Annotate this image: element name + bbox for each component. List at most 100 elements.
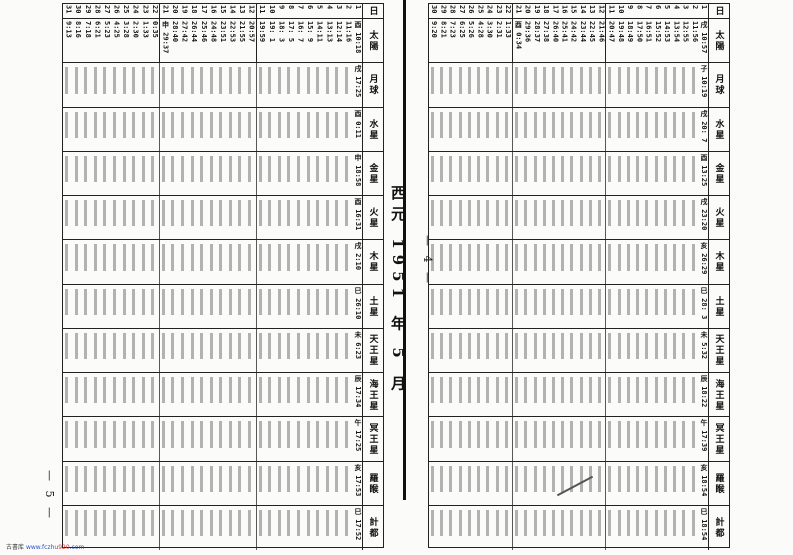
- position-value-illegible: [475, 373, 485, 418]
- position-value-illegible: [596, 505, 606, 550]
- position-value-illegible: [255, 63, 267, 108]
- position-value-illegible: [246, 107, 256, 152]
- position-value-illegible: [275, 63, 286, 108]
- position-value: 21:46: [597, 21, 606, 43]
- position-value: 25:46: [199, 21, 208, 43]
- position-value-illegible: [634, 196, 644, 241]
- position-value-illegible: [314, 63, 324, 108]
- position-value-illegible: [605, 505, 616, 550]
- position-value-illegible: [285, 151, 295, 196]
- position-value-illegible: [559, 63, 569, 108]
- position-value-illegible: [643, 196, 653, 241]
- position-value: 未 6:23: [354, 330, 362, 359]
- position-value-illegible: [596, 461, 606, 506]
- position-value-illegible: [502, 417, 513, 462]
- position-value-illegible: [342, 240, 353, 285]
- position-value-illegible: [207, 107, 218, 152]
- position-value-illegible: [475, 461, 485, 506]
- planet-label: 海王星: [362, 373, 383, 418]
- position-value-illegible: [447, 196, 457, 241]
- position-value-illegible: [661, 63, 672, 108]
- planet-row: 火星酉 16:31: [63, 195, 383, 241]
- position-value-illegible: [559, 461, 569, 506]
- position-value-illegible: [130, 417, 140, 462]
- position-value-illegible: [275, 196, 286, 241]
- position-value-illegible: [72, 373, 83, 418]
- position-value-illegible: [568, 63, 578, 108]
- day-number: 23: [494, 5, 503, 14]
- position-value-illegible: [236, 151, 247, 196]
- watermark-footer: 古書库 www.fczhu920.com: [6, 542, 84, 551]
- position-value-illegible: [169, 373, 180, 418]
- position-value-illegible: [577, 107, 587, 152]
- day-number: 7: [296, 5, 305, 10]
- position-value-illegible: [101, 284, 111, 329]
- position-value-illegible: [661, 461, 672, 506]
- position-value-illegible: [605, 373, 616, 418]
- position-value-illegible: [586, 284, 597, 329]
- day-number: 17: [551, 5, 560, 14]
- position-value-illegible: [438, 461, 448, 506]
- position-value-illegible: [285, 284, 295, 329]
- position-value-illegible: [333, 373, 343, 418]
- position-value-illegible: [428, 417, 439, 462]
- position-value-illegible: [531, 328, 541, 373]
- position-value-illegible: [72, 505, 83, 550]
- position-value-illegible: [559, 151, 569, 196]
- position-value-illegible: [522, 284, 532, 329]
- day-number: 4: [325, 5, 334, 10]
- position-value-illegible: [246, 196, 256, 241]
- position-value-illegible: [502, 373, 513, 418]
- position-value-illegible: [568, 417, 578, 462]
- position-value-illegible: [643, 328, 653, 373]
- position-value-illegible: [120, 151, 131, 196]
- position-value-illegible: [158, 461, 170, 506]
- position-value-illegible: [550, 151, 560, 196]
- position-value-illegible: [226, 240, 237, 285]
- position-value-illegible: [661, 373, 672, 418]
- position-value-illegible: [559, 240, 569, 285]
- position-value-illegible: [586, 240, 597, 285]
- position-value-illegible: [158, 240, 170, 285]
- position-value-illegible: [236, 417, 247, 462]
- planet-label: 木星: [362, 240, 383, 285]
- position-value-illegible: [342, 196, 353, 241]
- position-value-illegible: [198, 505, 208, 550]
- position-value-illegible: [63, 417, 73, 462]
- position-value-illegible: [294, 461, 305, 506]
- day-number: 9: [277, 5, 286, 10]
- position-value-illegible: [236, 328, 247, 373]
- position-value-illegible: [428, 373, 439, 418]
- position-value-illegible: [550, 240, 560, 285]
- position-value-illegible: [615, 328, 625, 373]
- position-value-illegible: [661, 196, 672, 241]
- position-value-illegible: [689, 505, 699, 550]
- position-value-illegible: [294, 328, 305, 373]
- position-value-illegible: [246, 63, 256, 108]
- position-value-illegible: [428, 63, 439, 108]
- position-value-illegible: [447, 505, 457, 550]
- position-value-illegible: [475, 196, 485, 241]
- position-value-illegible: [522, 151, 532, 196]
- position-value-illegible: [493, 284, 503, 329]
- position-value-illegible: [314, 107, 324, 152]
- position-value-illegible: [91, 373, 102, 418]
- position-value-illegible: [188, 63, 199, 108]
- position-value-illegible: [652, 284, 662, 329]
- book-binding-line: [403, 0, 406, 500]
- position-value-illegible: [484, 151, 494, 196]
- planet-values: 戌 2:10: [63, 240, 362, 285]
- planet-values: 子 10:19: [428, 63, 708, 108]
- position-value-illegible: [615, 196, 625, 241]
- position-value-illegible: [671, 461, 681, 506]
- position-value-illegible: [624, 417, 635, 462]
- position-value-illegible: [493, 461, 503, 506]
- position-value-illegible: [484, 328, 494, 373]
- position-value-illegible: [522, 461, 532, 506]
- position-value-illegible: [634, 240, 644, 285]
- position-value-illegible: [447, 107, 457, 152]
- position-value: 21:55: [238, 21, 247, 43]
- position-value-illegible: [680, 196, 690, 241]
- planet-values: 酉 13:25: [428, 151, 708, 196]
